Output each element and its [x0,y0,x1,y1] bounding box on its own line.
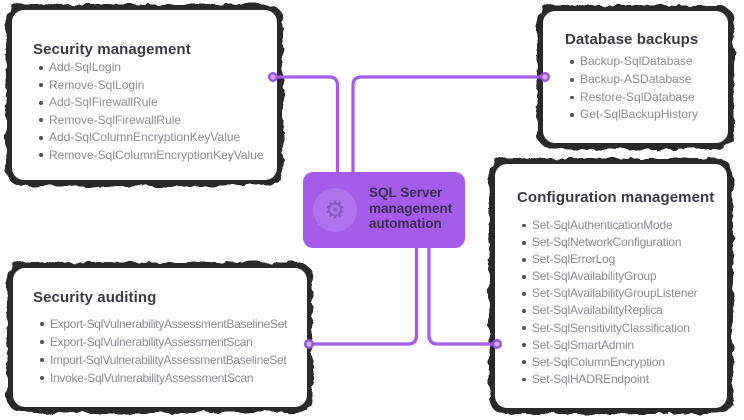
cmdlet-item: Set-SqlColumnEncryption [522,354,697,371]
cmdlet-item: Remove-SqlColumnEncryptionKeyValue [39,147,264,165]
cmdlet-item: Invoke-SqlVulnerabilityAssessmentScan [40,369,287,387]
cmdlet-item: Backup-SqlDatabase [570,53,698,71]
cmdlet-item: Export-SqlVulnerabilityAssessmentBaselin… [40,315,287,333]
cmdlet-item: Restore-SqlDatabase [570,89,698,107]
cmdlet-item: Set-SqlAuthenticationMode [522,217,697,234]
cmdlet-item: Set-SqlSensitivityClassification [522,320,697,337]
cmdlet-item: Remove-SqlLogin [39,77,264,95]
gear-automation-icon: ⚙ [324,196,346,224]
center-node-sql-server-automation: ⚙ SQL Server management automation [303,172,465,248]
cmdlet-list-security-management: Add-SqlLogin Remove-SqlLogin Add-SqlFire… [39,59,264,164]
connector-configuration-management [427,247,497,346]
center-node-label: SQL Server management automation [369,185,453,231]
card-security-auditing: Security auditing Export-SqlVulnerabilit… [7,262,313,413]
connector-security-auditing [309,247,419,346]
cmdlet-item: Set-SqlHADREndpoint [522,371,697,388]
card-title-security-management: Security management [33,41,191,58]
cmdlet-item: Set-SqlAvailabilityGroupListener [522,285,698,302]
cmdlet-item: Remove-SqlFirewallRule [39,112,264,130]
card-title-security-auditing: Security auditing [33,289,157,306]
node-icon-circle: ⚙ [313,188,357,232]
cmdlet-item: Add-SqlLogin [39,59,264,77]
cmdlet-item: Set-SqlErrorLog [522,251,697,268]
cmdlet-item: Add-SqlFirewallRule [39,94,264,112]
cmdlet-list-database-backups: Backup-SqlDatabase Backup-ASDatabase Res… [570,53,698,124]
cmdlet-item: Backup-ASDatabase [570,71,698,89]
cmdlet-item: Set-SqlAvailabilityGroup [522,268,697,285]
card-database-backups: Database backups Backup-SqlDatabase Back… [537,5,734,149]
card-security-management: Security management Add-SqlLogin Remove-… [6,4,283,186]
cmdlet-item: Set-SqlAvailabilityReplica [522,302,697,319]
card-configuration-management: Configuration management Set-SqlAuthenti… [489,158,733,414]
cmdlet-item: Export-SqlVulnerabilityAssessmentScan [40,333,287,351]
cmdlet-list-configuration-management: Set-SqlAuthenticationMode Set-SqlNetwork… [522,217,698,388]
cmdlet-item: Add-SqlColumnEncryptionKeyValue [39,129,264,147]
cmdlet-item: Get-SqlBackupHistory [570,106,698,124]
card-title-database-backups: Database backups [565,31,699,48]
cmdlet-item: Set-SqlSmartAdmin [522,337,697,354]
card-title-configuration-management: Configuration management [517,189,715,206]
cmdlet-item: Set-SqlNetworkConfiguration [522,234,697,251]
cmdlet-item: Import-SqlVulnerabilityAssessmentBaselin… [40,351,287,369]
cmdlet-list-security-auditing: Export-SqlVulnerabilityAssessmentBaselin… [40,315,287,387]
